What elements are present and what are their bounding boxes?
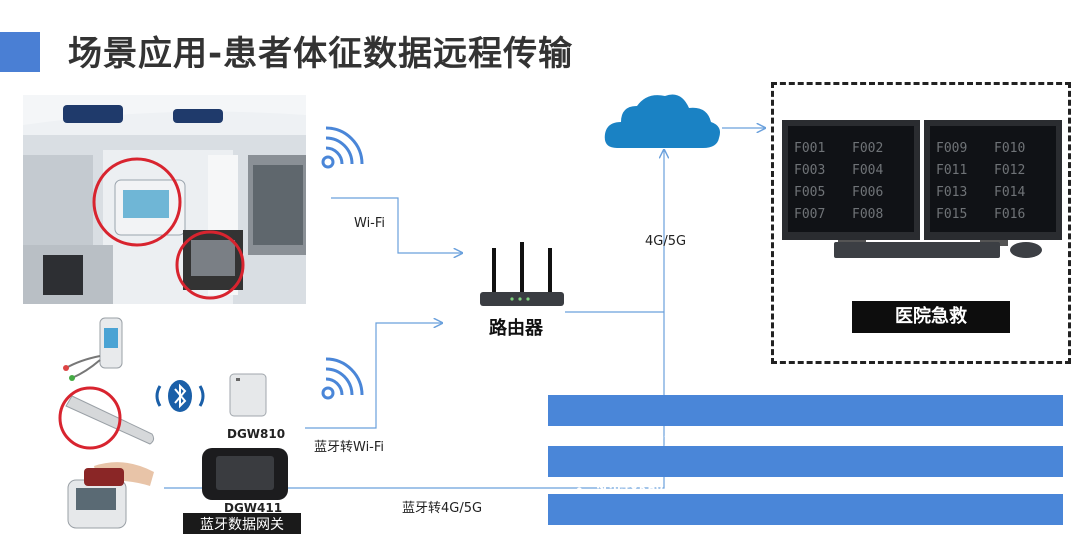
bluetooth-icon [155,380,205,412]
monitor-bed-label: F004 [852,163,883,178]
monitor-bed-label: F011 [936,163,967,178]
monitor-bed-label: F001 [794,141,825,156]
bullet: • [573,482,585,502]
benefit-right-text: 提供即时数据支撑 [802,530,939,550]
bt-wifi-label: 蓝牙转Wi-Fi [314,440,385,455]
dgw810-label: DGW810 [227,427,286,441]
monitor-bed-label: F014 [994,185,1025,200]
monitor-bed-label: F005 [794,185,825,200]
thermometer-icon [58,386,155,450]
monitor-bed-label: F010 [994,141,1025,156]
benefit-left-text: 为获取远程急救指导 [595,530,749,550]
monitor-workstation-icon: F001 F002 F003 F004 F005 F006 F007 F008 … [782,120,1062,258]
monitor-bed-label: F007 [794,207,825,222]
network-4g5g-label: 4G/5G [645,234,687,249]
monitor-bed-label: F013 [936,185,967,200]
gateway-dgw810-icon [229,373,267,417]
wifi-label: Wi-Fi [354,216,386,231]
hospital-label: 医院急救 [852,301,1010,333]
benefit-bar: •减少患者急救治疗程序节省宝贵抢救时间 [548,395,1063,451]
monitor-bed-label: F015 [936,207,967,222]
pulse-oximeter-icon [63,317,123,381]
bt-4g5g-label: 蓝牙转4G/5G [402,501,483,516]
wifi-icon [321,357,364,400]
benefit-bar: •实时获取患者即时数据医院提前部署抢救方案 [548,446,1063,502]
monitor-bed-label: F008 [852,207,883,222]
cloud-icon [604,94,720,148]
monitor-bed-label: F009 [936,141,967,156]
title-accent-bar [0,32,40,72]
blood-pressure-monitor-icon [67,462,154,529]
monitor-bed-label: F006 [852,185,883,200]
page-title: 场景应用-患者体征数据远程传输 [68,34,574,74]
wifi-icon [321,126,364,169]
gateway-dgw411-icon [202,448,288,500]
benefit-bar: • 为获取远程急救指导 提供即时数据支撑 [548,494,1063,550]
monitor-bed-label: F002 [852,141,883,156]
router-icon [480,242,564,306]
gateway-caption: 蓝牙数据网关 [183,513,301,534]
router-label: 路由器 [489,318,543,339]
ambulance-interior-photo [23,95,306,304]
bullet: • [573,530,585,550]
monitor-bed-label: F003 [794,163,825,178]
dgw411-label: DGW411 [224,501,283,515]
monitor-bed-label: F012 [994,163,1025,178]
bullet: • [573,431,585,451]
connection-lines [164,0,1080,489]
hospital-frame [771,82,1071,364]
monitor-bed-label: F016 [994,207,1025,222]
